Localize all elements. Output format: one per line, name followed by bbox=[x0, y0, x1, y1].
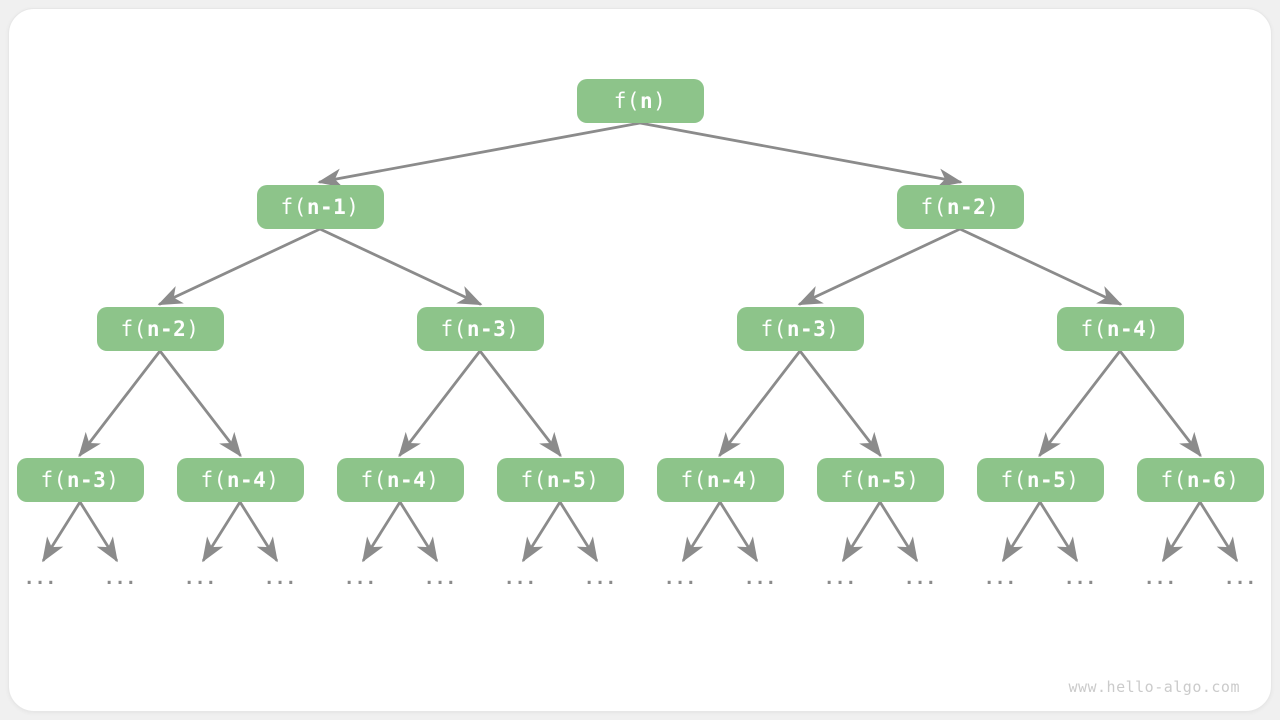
ellipsis-leaf-11: ... bbox=[903, 568, 937, 589]
node-label-pfx: f( bbox=[1160, 468, 1187, 492]
ellipsis-leaf-12: ... bbox=[983, 568, 1017, 589]
node-label-arg: n-5 bbox=[546, 468, 587, 492]
node-label-sfx: ) bbox=[1146, 317, 1160, 341]
ellipsis-leaf-2: ... bbox=[183, 568, 217, 589]
node-label-sfx: ) bbox=[986, 195, 1000, 219]
node-label-sfx: ) bbox=[1066, 468, 1080, 492]
ellipsis-leaf-1: ... bbox=[103, 568, 137, 589]
node-label-sfx: ) bbox=[586, 468, 600, 492]
node-label-sfx: ) bbox=[186, 317, 200, 341]
watermark: www.hello-algo.com bbox=[1068, 678, 1240, 696]
ellipsis-leaf-10: ... bbox=[823, 568, 857, 589]
node-label-sfx: ) bbox=[826, 317, 840, 341]
ellipsis-leaf-9: ... bbox=[743, 568, 777, 589]
node-label-arg: n bbox=[639, 89, 654, 113]
tree-node-n-r0c0: f(n) bbox=[576, 79, 704, 123]
ellipsis-leaf-5: ... bbox=[423, 568, 457, 589]
node-label-arg: n-4 bbox=[226, 468, 267, 492]
node-label-sfx: ) bbox=[346, 195, 360, 219]
node-label-sfx: ) bbox=[266, 468, 280, 492]
node-label-pfx: f( bbox=[120, 317, 147, 341]
node-label-arg: n-4 bbox=[386, 468, 427, 492]
node-label-sfx: ) bbox=[1226, 468, 1240, 492]
node-label-pfx: f( bbox=[840, 468, 867, 492]
tree-node-n-4-r3c1: f(n-4) bbox=[176, 458, 304, 502]
ellipsis-leaf-15: ... bbox=[1223, 568, 1257, 589]
tree-node-n-4-r3c2: f(n-4) bbox=[336, 458, 464, 502]
tree-node-n-5-r3c5: f(n-5) bbox=[816, 458, 944, 502]
node-label-pfx: f( bbox=[520, 468, 547, 492]
node-label-arg: n-5 bbox=[1026, 468, 1067, 492]
node-label-arg: n-4 bbox=[706, 468, 747, 492]
node-label-pfx: f( bbox=[613, 89, 640, 113]
node-label-arg: n-2 bbox=[146, 317, 187, 341]
node-label-arg: n-3 bbox=[786, 317, 827, 341]
node-label-sfx: ) bbox=[506, 317, 520, 341]
node-label-pfx: f( bbox=[1000, 468, 1027, 492]
ellipsis-leaf-8: ... bbox=[663, 568, 697, 589]
node-label-pfx: f( bbox=[440, 317, 467, 341]
tree-node-n-3-r3c0: f(n-3) bbox=[16, 458, 144, 502]
node-label-arg: n-1 bbox=[306, 195, 347, 219]
node-label-pfx: f( bbox=[920, 195, 947, 219]
node-label-pfx: f( bbox=[200, 468, 227, 492]
ellipsis-leaf-3: ... bbox=[263, 568, 297, 589]
node-label-arg: n-2 bbox=[946, 195, 987, 219]
node-label-pfx: f( bbox=[760, 317, 787, 341]
node-label-arg: n-5 bbox=[866, 468, 907, 492]
tree-node-n-6-r3c7: f(n-6) bbox=[1136, 458, 1264, 502]
node-label-sfx: ) bbox=[426, 468, 440, 492]
tree-node-n-2-r1c1: f(n-2) bbox=[896, 185, 1024, 229]
tree-node-n-3-r2c1: f(n-3) bbox=[416, 307, 544, 351]
node-label-pfx: f( bbox=[40, 468, 67, 492]
ellipsis-leaf-4: ... bbox=[343, 568, 377, 589]
tree-node-n-4-r2c3: f(n-4) bbox=[1056, 307, 1184, 351]
node-label-arg: n-6 bbox=[1186, 468, 1227, 492]
node-label-pfx: f( bbox=[680, 468, 707, 492]
node-label-pfx: f( bbox=[1080, 317, 1107, 341]
ellipsis-leaf-14: ... bbox=[1143, 568, 1177, 589]
tree-node-n-1-r1c0: f(n-1) bbox=[256, 185, 384, 229]
tree-node-n-2-r2c0: f(n-2) bbox=[96, 307, 224, 351]
tree-node-n-5-r3c3: f(n-5) bbox=[496, 458, 624, 502]
node-label-arg: n-3 bbox=[466, 317, 507, 341]
node-label-arg: n-3 bbox=[66, 468, 107, 492]
ellipsis-leaf-0: ... bbox=[23, 568, 57, 589]
node-label-sfx: ) bbox=[906, 468, 920, 492]
tree-node-n-4-r3c4: f(n-4) bbox=[656, 458, 784, 502]
node-label-sfx: ) bbox=[653, 89, 667, 113]
tree-node-n-5-r3c6: f(n-5) bbox=[976, 458, 1104, 502]
node-label-pfx: f( bbox=[280, 195, 307, 219]
node-label-pfx: f( bbox=[360, 468, 387, 492]
ellipsis-leaf-6: ... bbox=[503, 568, 537, 589]
ellipsis-leaf-7: ... bbox=[583, 568, 617, 589]
tree-node-n-3-r2c2: f(n-3) bbox=[736, 307, 864, 351]
node-label-arg: n-4 bbox=[1106, 317, 1147, 341]
node-label-sfx: ) bbox=[746, 468, 760, 492]
node-label-sfx: ) bbox=[106, 468, 120, 492]
ellipsis-leaf-13: ... bbox=[1063, 568, 1097, 589]
